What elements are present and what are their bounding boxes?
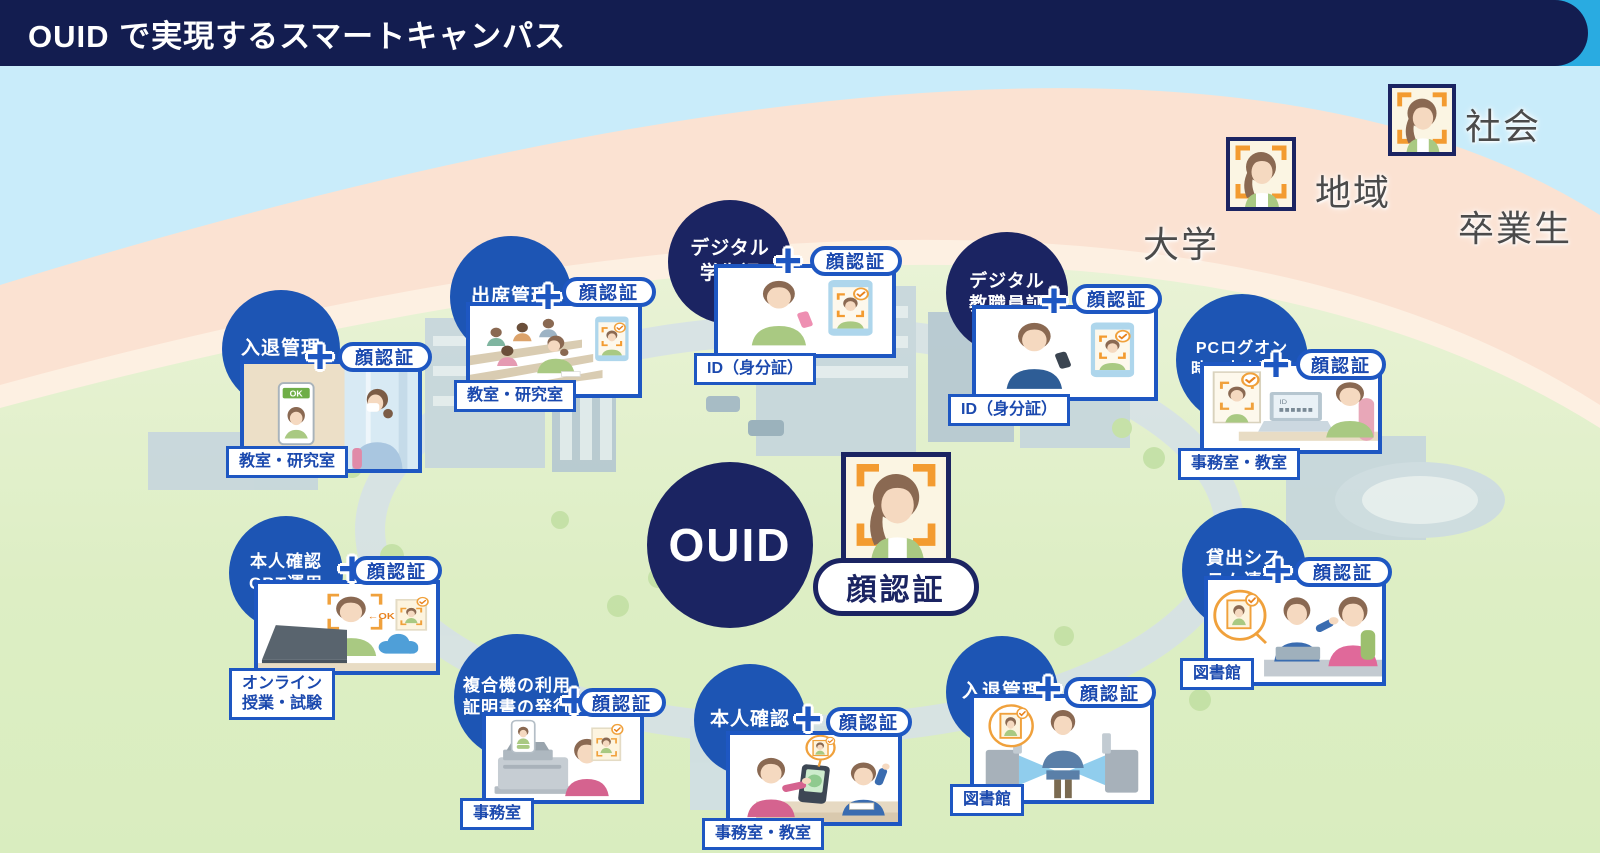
scope-label-region: 地域 <box>1315 172 1392 213</box>
face-auth-main-badge: 顔認証 <box>813 558 979 616</box>
scope-label-society: 社会 <box>1465 106 1542 147</box>
scope-label-alumni: 卒業生 <box>1458 208 1573 249</box>
title-bar-band: OUID で実現するスマートキャンパス <box>0 0 1588 66</box>
face-recognition-icon-center <box>841 452 951 564</box>
page-title: OUID で実現するスマートキャンパス <box>28 18 567 54</box>
ouid-center-circle: OUID <box>647 462 813 628</box>
face-recognition-icon-region <box>1226 137 1296 211</box>
title-bar: OUID で実現するスマートキャンパス <box>0 0 1600 66</box>
scope-label-university: 大学 <box>1143 224 1220 265</box>
face-recognition-icon-society <box>1388 84 1456 156</box>
